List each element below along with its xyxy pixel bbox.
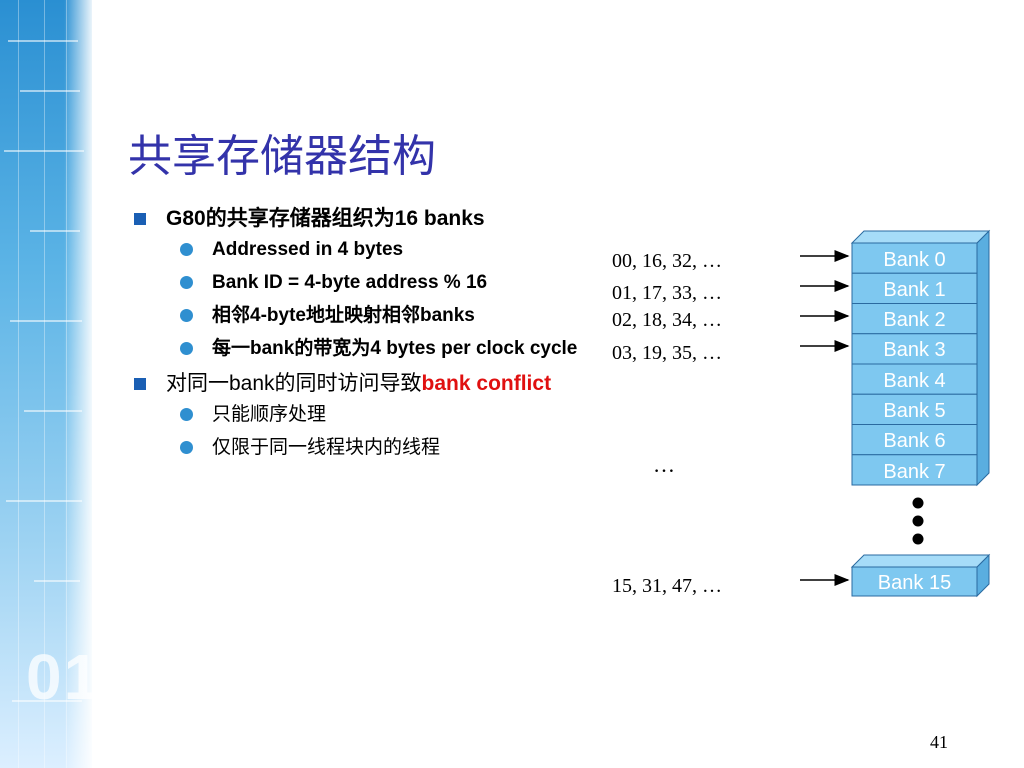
bullet-bank-organization: G80的共享存储器组织为16 banks (132, 205, 602, 232)
sub-bullet-text: 相邻4-byte地址映射相邻banks (212, 305, 475, 326)
round-bullet-icon (180, 441, 193, 454)
address-sequence-bank-3: 03, 19, 35, … (612, 342, 722, 364)
sub-bullet-text: 每一bank的带宽为4 bytes per clock cycle (212, 338, 578, 359)
sub-bullet-text: Bank ID = 4-byte address % 16 (212, 272, 488, 293)
address-sequence-bank-0: 00, 16, 32, … (612, 250, 722, 272)
bullet-list: G80的共享存储器组织为16 banks Addressed in 4 byte… (132, 205, 602, 469)
round-bullet-icon (180, 276, 193, 289)
bullet-text: 对同一bank的同时访问导致 (166, 372, 422, 395)
bank-label-2: Bank 2 (883, 309, 945, 331)
bank-label-4: Bank 4 (883, 370, 945, 392)
sub-bullet-adjacent-mapping: 相邻4-byte地址映射相邻banks (132, 304, 602, 327)
sub-bullet-text: 只能顺序处理 (212, 404, 327, 425)
bullet-text: G80的共享存储器组织为16 banks (166, 207, 485, 230)
sub-bullet-text: 仅限于同一线程块内的线程 (212, 437, 441, 458)
stack-continuation-dot (912, 515, 924, 527)
sub-bullet-same-block: 仅限于同一线程块内的线程 (132, 436, 602, 459)
address-sequence-bank-15: 15, 31, 47, … (612, 575, 722, 597)
stack-continuation-dot (912, 497, 924, 509)
bullet-bank-conflict: 对同一bank的同时访问导致bank conflict (132, 370, 602, 397)
address-ellipsis: … (653, 452, 675, 477)
round-bullet-icon (180, 243, 193, 256)
bank-label-1: Bank 1 (883, 279, 945, 301)
sub-bullet-bandwidth: 每一bank的带宽为4 bytes per clock cycle (132, 337, 602, 360)
bank-label-6: Bank 6 (883, 430, 945, 452)
bank-box-6: Bank 6 (851, 424, 978, 456)
stack-continuation-dot (912, 533, 924, 545)
round-bullet-icon (180, 342, 193, 355)
bank-box-0: Bank 0 (851, 242, 978, 274)
round-bullet-icon (180, 309, 193, 322)
bank-conflict-highlight: bank conflict (421, 372, 552, 395)
bank-box-2: Bank 2 (851, 303, 978, 335)
round-bullet-icon (180, 408, 193, 421)
bank-label-0: Bank 0 (883, 249, 945, 271)
bank-label-3: Bank 3 (883, 339, 945, 361)
square-bullet-icon (134, 378, 146, 390)
bank-label-7: Bank 7 (883, 461, 945, 483)
bank-label-5: Bank 5 (883, 400, 945, 422)
sub-bullet-addressed: Addressed in 4 bytes (132, 238, 602, 261)
square-bullet-icon (134, 213, 146, 225)
slide-title: 共享存储器结构 (128, 131, 436, 182)
bank-label-15: Bank 15 (878, 572, 951, 594)
bank-box-4: Bank 4 (851, 363, 978, 395)
bank-box-3: Bank 3 (851, 333, 978, 365)
sub-bullet-sequential: 只能顺序处理 (132, 403, 602, 426)
page-number: 41 (930, 732, 948, 752)
bank-box-1: Bank 1 (851, 272, 978, 304)
sub-bullet-bank-id: Bank ID = 4-byte address % 16 (132, 271, 602, 294)
address-sequence-bank-1: 01, 17, 33, … (612, 282, 722, 304)
bank-box-7: Bank 7 (851, 454, 978, 486)
bank-box-5: Bank 5 (851, 393, 978, 425)
bank-box-15: Bank 15 (851, 566, 978, 597)
sub-bullet-text: Addressed in 4 bytes (212, 239, 404, 260)
address-sequence-bank-2: 02, 18, 34, … (612, 309, 722, 331)
decorative-side-band: 011 (0, 0, 92, 768)
